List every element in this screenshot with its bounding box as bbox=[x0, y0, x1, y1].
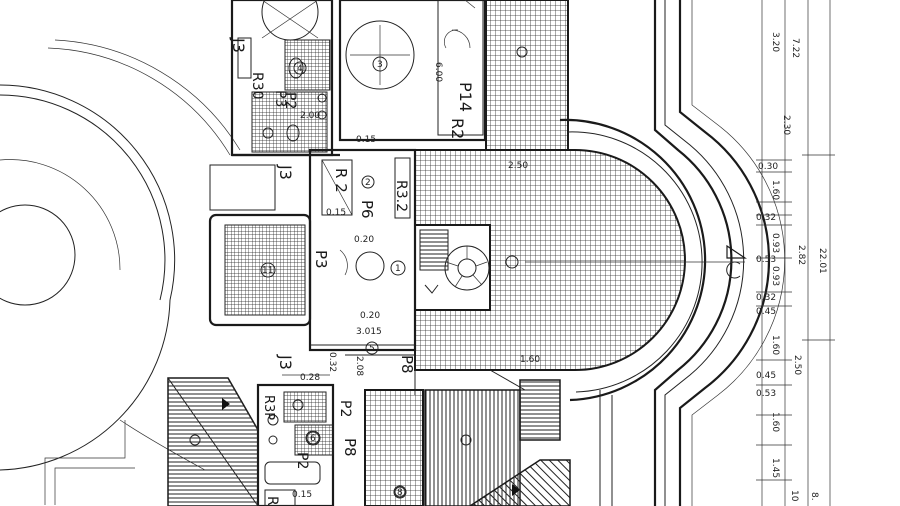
label-r-bottom: R bbox=[264, 496, 280, 506]
label-r30: R30 bbox=[249, 72, 265, 100]
dim-3-20: 3.20 bbox=[770, 32, 780, 52]
label-p2-top: P2 bbox=[282, 92, 298, 109]
label-p2-low2: P2 bbox=[294, 452, 310, 469]
dim-2-08: 2.08 bbox=[354, 356, 364, 376]
label-r2-top: R2 bbox=[448, 118, 467, 139]
room-number-6: 6 bbox=[310, 434, 316, 444]
label-p3-mid: P3 bbox=[312, 250, 330, 269]
dim-1-60-a: 1.60 bbox=[770, 180, 780, 200]
dim-3-015: 3.015 bbox=[356, 327, 382, 337]
dim-0-45-b: 0.45 bbox=[756, 371, 776, 381]
dim-0-20-a: 0.20 bbox=[354, 235, 374, 245]
label-p6: P6 bbox=[358, 200, 376, 219]
terrace bbox=[414, 118, 707, 402]
dim-2-50: 2.50 bbox=[508, 161, 528, 171]
dim-7-22: 7.22 bbox=[790, 38, 800, 58]
label-r3-2: R3.2 bbox=[393, 180, 409, 212]
dim-0-32-a: 0.32 bbox=[756, 213, 776, 223]
dim-1-45: 1.45 bbox=[770, 458, 780, 478]
upper-bath-block bbox=[230, 0, 340, 157]
room-top-right bbox=[485, 0, 569, 151]
dim-1-60-b: 1.60 bbox=[770, 335, 780, 355]
dim-2-30: 2.30 bbox=[781, 115, 791, 135]
label-p14: P14 bbox=[456, 82, 475, 112]
dim-0-15-b: 0.15 bbox=[326, 208, 346, 218]
dim-1-60-mid: 1.60 bbox=[520, 355, 540, 365]
room-number-markers: 3 4 2 11 1 5 6 8 bbox=[260, 56, 407, 499]
label-p8-low: P8 bbox=[341, 438, 359, 457]
dim-0-32-b: 0.32 bbox=[756, 293, 776, 303]
dim-0-20-b: 0.20 bbox=[360, 311, 380, 321]
central-hall bbox=[282, 148, 417, 395]
room-8 bbox=[364, 389, 424, 506]
room-number-2: 2 bbox=[365, 178, 371, 188]
dim-0-45-a: 0.45 bbox=[756, 307, 776, 317]
dim-0-93-b: 0.93 bbox=[770, 266, 780, 286]
dimension-lines bbox=[756, 0, 835, 506]
facade-bands bbox=[525, 0, 785, 506]
dim-2-50-right: 2.50 bbox=[792, 355, 802, 375]
dim-2-82: 2.82 bbox=[796, 245, 806, 265]
dim-0-93-a: 0.93 bbox=[770, 233, 780, 253]
roof-hatch-left bbox=[167, 377, 259, 506]
dim-0-53-a: 0.53 bbox=[756, 255, 776, 265]
dim-0-30: 0.30 bbox=[758, 162, 778, 172]
label-p8-right: P8 bbox=[398, 355, 416, 374]
dim-0-15-a: 0.15 bbox=[356, 135, 376, 145]
label-j3-mid: J3 bbox=[276, 164, 295, 180]
label-j3-top: J3 bbox=[229, 37, 248, 53]
side-dimensions: 7.22 3.20 2.30 0.30 1.60 0.32 0.93 0.53 … bbox=[756, 32, 827, 502]
label-j3-low: J3 bbox=[276, 354, 295, 370]
dim-0-32: 0.32 bbox=[327, 352, 337, 372]
garden-arcs bbox=[0, 39, 241, 505]
room-11 bbox=[208, 164, 312, 327]
dim-8: 8. bbox=[809, 492, 819, 501]
label-p2-low: P2 bbox=[337, 400, 353, 417]
room-number-1: 1 bbox=[395, 264, 401, 274]
interior-dimensions: 2.00 6.00 0.15 2.50 0.15 0.20 0.20 3.015… bbox=[292, 62, 540, 500]
room-number-8: 8 bbox=[397, 488, 403, 498]
staircase bbox=[414, 224, 491, 311]
dim-0-53-b: 0.53 bbox=[756, 389, 776, 399]
room-number-3: 3 bbox=[377, 60, 383, 70]
dim-22-01: 22.01 bbox=[817, 248, 827, 274]
label-r2-mid: R 2 bbox=[332, 168, 350, 193]
dim-0-15-c: 0.15 bbox=[292, 490, 312, 500]
room-number-4: 4 bbox=[297, 64, 303, 74]
room-number-5: 5 bbox=[369, 344, 375, 354]
label-p3-top: P3 bbox=[272, 90, 288, 107]
roof-hatch-right bbox=[424, 369, 571, 506]
dim-0-28: 0.28 bbox=[300, 373, 320, 383]
room-number-11: 11 bbox=[262, 266, 273, 276]
dim-2-00-a: 2.00 bbox=[300, 111, 320, 121]
room-labels: J3 R30 P3 P2 P14 R2 J3 R 2 P6 R3.2 P3 J3… bbox=[229, 37, 475, 506]
dim-10: 10 bbox=[789, 490, 799, 502]
dim-1-60-c: 1.60 bbox=[770, 412, 780, 432]
label-r3p: R3P bbox=[261, 395, 276, 420]
dim-6-00: 6.00 bbox=[433, 62, 443, 82]
